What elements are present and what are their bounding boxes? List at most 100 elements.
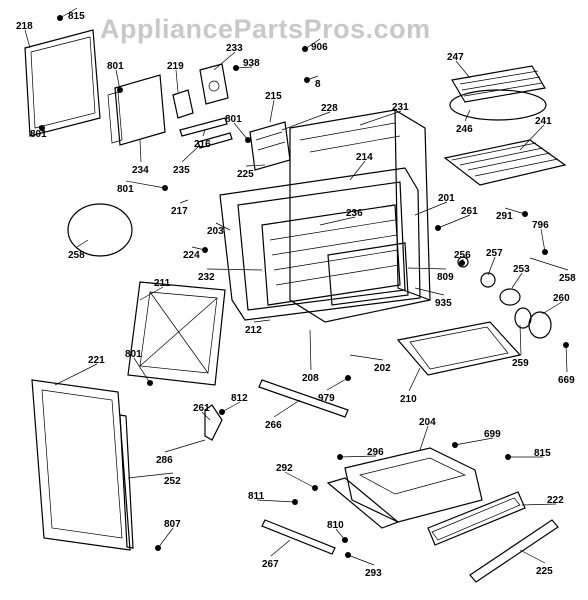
callout-267: 267 [262, 559, 279, 570]
leader-line [408, 367, 421, 392]
callout-235: 235 [173, 165, 190, 176]
callout-815: 815 [68, 11, 85, 22]
screw-icon [337, 454, 343, 460]
screw-icon [522, 211, 528, 217]
cover-plate-part [67, 203, 133, 257]
callout-261: 261 [461, 206, 478, 217]
callout-801: 801 [30, 129, 47, 140]
screw-icon [342, 537, 348, 543]
callout-801: 801 [125, 349, 142, 360]
screw-icon [563, 342, 569, 348]
callout-801: 801 [225, 114, 242, 125]
leader-line [273, 399, 301, 418]
screw-icon [435, 225, 441, 231]
leader-line [529, 257, 569, 271]
callout-259: 259 [512, 358, 529, 369]
block-part [172, 89, 194, 119]
callout-241: 241 [535, 116, 552, 127]
callout-253: 253 [513, 264, 530, 275]
leader-line [233, 122, 249, 141]
side-panel-part [24, 29, 101, 137]
callout-224: 224 [183, 250, 200, 261]
leader-line [511, 272, 523, 289]
callout-296: 296 [367, 447, 384, 458]
callout-236: 236 [346, 208, 363, 219]
callout-257: 257 [486, 248, 503, 259]
bottom-panel-part [396, 321, 522, 376]
leader-line [339, 455, 377, 458]
leader-line [519, 124, 545, 151]
leader-line [455, 60, 471, 79]
screw-icon [505, 454, 511, 460]
callout-810: 810 [327, 520, 344, 531]
leader-line [133, 357, 151, 384]
leader-line [179, 199, 189, 204]
leader-line [139, 139, 142, 163]
leader-line [127, 472, 174, 479]
leader-line [309, 329, 312, 371]
leader-line [454, 437, 494, 446]
callout-211: 211 [154, 278, 171, 289]
leader-line [115, 69, 121, 91]
leader-line [437, 214, 471, 229]
drawer-rail-part [261, 519, 336, 555]
screw-icon [155, 545, 161, 551]
callout-809: 809 [437, 272, 454, 283]
screw-icon [459, 260, 465, 266]
lamp-bulb-part [480, 272, 496, 288]
leader-line [213, 51, 236, 71]
leader-line [407, 267, 447, 270]
callout-815: 815 [534, 448, 551, 459]
bracket-panel-part [107, 74, 166, 146]
callout-214: 214 [356, 152, 373, 163]
hinge-part [204, 404, 223, 441]
callout-812: 812 [231, 393, 248, 404]
callout-233: 233 [226, 43, 243, 54]
callout-811: 811 [248, 491, 265, 502]
screw-icon [219, 409, 225, 415]
callout-266: 266 [265, 420, 282, 431]
door-trim-part [119, 414, 134, 549]
callout-217: 217 [171, 206, 188, 217]
leader-line [76, 239, 89, 248]
callout-228: 228 [321, 103, 338, 114]
switch-part [199, 63, 229, 105]
callout-225: 225 [536, 566, 553, 577]
callout-234: 234 [132, 165, 149, 176]
leader-line [464, 109, 471, 122]
callout-979: 979 [318, 393, 335, 404]
leader-line [215, 222, 231, 231]
leader-line [201, 411, 211, 421]
callout-8: 8 [315, 79, 321, 90]
lamp-socket-part [457, 256, 469, 268]
callout-669: 669 [558, 375, 575, 386]
leader-line [164, 439, 206, 453]
callout-210: 210 [400, 394, 417, 405]
leader-line [139, 286, 164, 301]
screw-icon [245, 137, 251, 143]
screw-icon [292, 499, 298, 505]
leader-line [284, 471, 316, 489]
rail-part [179, 117, 228, 137]
screw-icon [147, 380, 153, 386]
screw-icon [542, 249, 548, 255]
leader-line [202, 129, 206, 137]
screw-icon [452, 442, 458, 448]
callout-203: 203 [207, 226, 224, 237]
leader-line [319, 216, 356, 226]
leader-line [414, 201, 448, 216]
leader-line [541, 301, 563, 315]
callout-225: 225 [237, 169, 254, 180]
lamp-ring-part [499, 288, 521, 306]
callout-256: 256 [454, 250, 471, 261]
parts-drawing [24, 29, 567, 583]
callout-258: 258 [68, 250, 85, 261]
callout-221: 221 [88, 355, 105, 366]
leader-line [256, 499, 296, 503]
callout-232: 232 [198, 272, 215, 283]
callout-212: 212 [245, 325, 262, 336]
leader-line [125, 180, 166, 189]
callout-801: 801 [117, 184, 134, 195]
screw-icon [39, 125, 45, 131]
